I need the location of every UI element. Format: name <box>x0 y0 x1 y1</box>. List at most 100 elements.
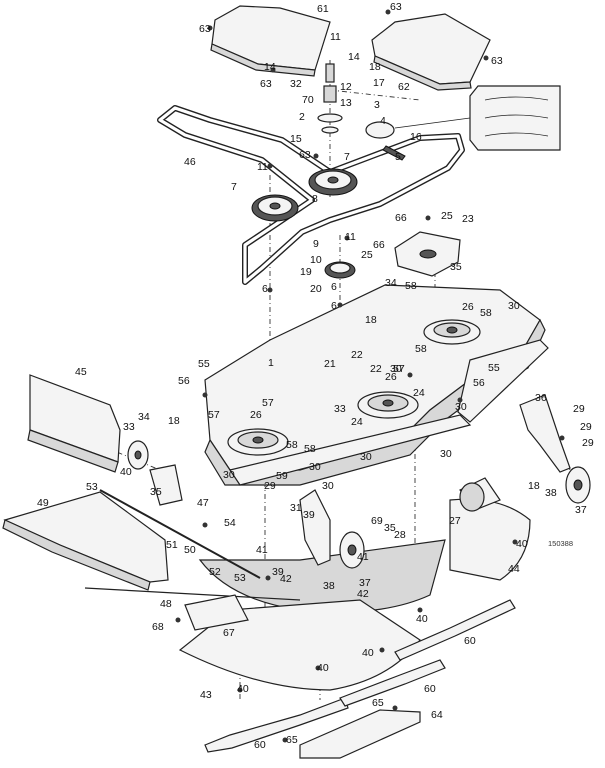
callout-label: 24 <box>351 416 363 428</box>
callout-label: 30 <box>508 300 520 312</box>
callout-label: 40 <box>237 683 249 695</box>
callout-label: 69 <box>371 515 383 527</box>
callout-label: 56 <box>473 377 485 389</box>
callout-label: 26 <box>385 371 397 383</box>
callout-label: 41 <box>357 551 369 563</box>
chute-rod <box>84 489 301 601</box>
belt-cover-right <box>371 13 491 91</box>
callout-label: 28 <box>394 529 406 541</box>
discharge-chute <box>2 491 169 591</box>
callout-label: 35 <box>384 522 396 534</box>
callout-label: 18 <box>365 314 377 326</box>
callout-label: 27 <box>449 515 461 527</box>
callout-label: 39 <box>272 566 284 578</box>
callout-label: 39 <box>303 509 315 521</box>
callout-label: 30 <box>223 469 235 481</box>
callout-label: 70 <box>302 94 314 106</box>
callout-label: 60 <box>254 739 266 751</box>
callout-label: 35 <box>450 261 462 273</box>
callout-label: 66 <box>395 212 407 224</box>
callout-label: 4 <box>380 115 386 127</box>
callout-label: 20 <box>310 283 322 295</box>
callout-label: 65 <box>286 734 298 746</box>
callout-label: 44 <box>508 563 520 575</box>
callout-label: 6 <box>331 281 337 293</box>
callout-label: 56 <box>178 375 190 387</box>
callout-label: 14 <box>348 51 360 63</box>
callout-label: 50 <box>184 544 196 556</box>
callout-label: 25 <box>441 210 453 222</box>
anti-scalp-left <box>184 594 249 631</box>
anti-scalp-bottom <box>299 709 421 759</box>
callout-label: 16 <box>410 131 422 143</box>
hardware-bolts <box>175 9 565 743</box>
callout-label: 67 <box>223 627 235 639</box>
callout-label: 21 <box>324 358 336 370</box>
callout-label: 10 <box>310 254 322 266</box>
callout-label: 14 <box>264 61 276 73</box>
callout-label: 24 <box>413 387 425 399</box>
callout-label: 29 <box>573 403 585 415</box>
pulley-left <box>251 194 299 222</box>
wheel-left <box>127 440 149 470</box>
callout-label: 11 <box>257 161 268 173</box>
front-rail <box>229 414 472 486</box>
left-bracket <box>149 464 183 506</box>
callout-label: 59 <box>276 470 288 482</box>
blade-right <box>394 599 516 661</box>
callout-label: 29 <box>264 480 276 492</box>
callout-label: 53 <box>86 481 98 493</box>
callout-label: 60 <box>464 635 476 647</box>
right-wheel-bracket <box>519 394 571 473</box>
detail-inset <box>394 85 561 151</box>
callout-label: 3 <box>374 99 380 111</box>
callout-label: 37 <box>359 577 371 589</box>
callout-label: 36 <box>535 392 547 404</box>
roller <box>459 477 501 512</box>
callout-label: 9 <box>313 238 319 250</box>
callout-label: 63 <box>260 78 272 90</box>
callout-label: 46 <box>184 156 196 168</box>
callout-label: 55 <box>488 362 500 374</box>
callout-label: 29 <box>582 437 594 449</box>
callout-label: 54 <box>224 517 236 529</box>
callout-label: 30 <box>390 363 402 375</box>
callout-label: 57 <box>208 409 220 421</box>
callout-label: 48 <box>160 598 172 610</box>
callout-label: 60 <box>424 683 436 695</box>
baffle <box>27 374 121 473</box>
callout-label: 18 <box>369 61 381 73</box>
pulley-center <box>308 168 358 196</box>
callout-label: 49 <box>37 497 49 509</box>
callout-label: 65 <box>372 697 384 709</box>
callout-label: 22 <box>370 363 382 375</box>
callout-label: 51 <box>166 539 178 551</box>
belt-cover-left <box>210 5 331 77</box>
callout-label: 58 <box>286 439 298 451</box>
callout-label: 47 <box>197 497 209 509</box>
idler-bracket <box>394 231 461 277</box>
callout-label: 8 <box>312 193 318 205</box>
callout-label: 55 <box>198 358 210 370</box>
callout-label: 43 <box>200 689 212 701</box>
center-wheel-bracket <box>299 489 331 566</box>
callout-label: 40 <box>516 538 528 550</box>
callout-label: 63 <box>491 55 503 67</box>
callout-label: 2 <box>299 111 305 123</box>
deck-spindle-left <box>227 428 289 456</box>
callout-label: 34 <box>138 411 150 423</box>
reference-code: 150388 <box>548 539 573 548</box>
callout-label: 38 <box>323 580 335 592</box>
callout-label: 26 <box>462 301 474 313</box>
callout-label: 34 <box>385 277 397 289</box>
callout-label: 11 <box>345 231 356 243</box>
callout-label: 30 <box>440 448 452 460</box>
callout-label: 32 <box>290 78 302 90</box>
callout-label: 1 <box>268 357 274 369</box>
callout-label: 7 <box>231 181 237 193</box>
callout-label: 40 <box>120 466 132 478</box>
callout-label: 58 <box>405 280 417 292</box>
callout-label: 22 <box>351 349 363 361</box>
callout-label: 40 <box>416 613 428 625</box>
